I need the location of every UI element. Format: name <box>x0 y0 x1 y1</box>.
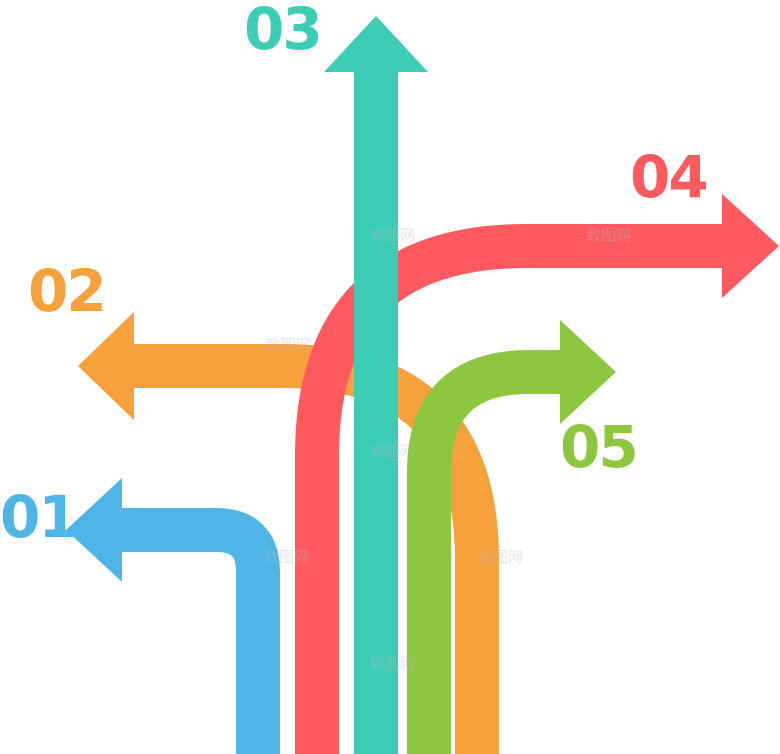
arrow-01-head <box>66 478 122 582</box>
watermark: 致图网 <box>266 336 311 354</box>
label-04: 04 <box>630 143 709 211</box>
arrow-01 <box>66 478 280 754</box>
watermark: 致图网 <box>264 548 309 566</box>
watermark: 致图网 <box>370 654 415 672</box>
label-03: 03 <box>244 0 323 63</box>
watermark: 致图网 <box>370 442 415 460</box>
arrow-05 <box>407 320 616 754</box>
watermark: 致图网 <box>586 226 631 244</box>
arrow-03-head <box>324 16 428 72</box>
arrow-02-head <box>78 312 134 420</box>
arrow-05-band <box>407 350 560 754</box>
label-01: 01 <box>0 483 79 551</box>
label-02: 02 <box>28 257 107 325</box>
watermark: 致图网 <box>478 548 523 566</box>
watermark: 致图网 <box>370 226 415 244</box>
watermarks: 致图网 致图网 致图网 致图网 致图网 致图网 致图网 <box>264 226 631 672</box>
arrow-01-band <box>122 508 280 754</box>
arrow-05-head <box>560 320 616 424</box>
label-05: 05 <box>560 413 639 481</box>
arrow-03 <box>324 16 428 754</box>
arrow-04-head <box>722 194 779 298</box>
